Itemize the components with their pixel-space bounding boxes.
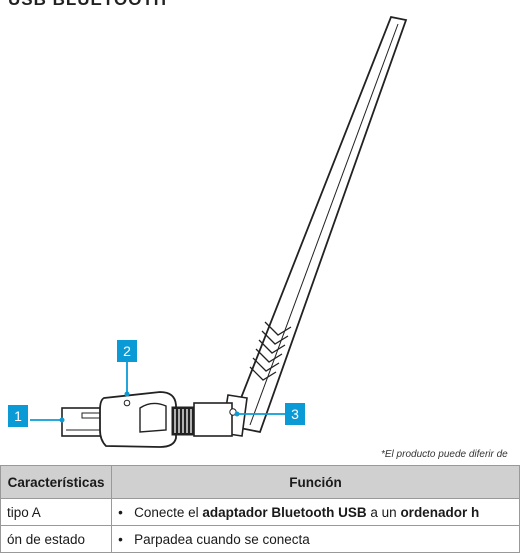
- status-led: [123, 399, 131, 407]
- antenna-body: [228, 15, 408, 434]
- table-row: ón de estado • Parpadea cuando se conect…: [0, 525, 520, 553]
- bullet: •: [118, 504, 123, 520]
- row-feature-cell: tipo A: [0, 498, 113, 526]
- row-function-cell: • Conecte el adaptador Bluetooth USB a u…: [111, 498, 520, 526]
- antenna-inner-line: [249, 23, 399, 426]
- product-disclaimer-note: *El producto puede diferir de: [381, 449, 508, 460]
- sma-knurling: [174, 409, 192, 433]
- function-text-segment: Conecte el: [134, 504, 203, 520]
- function-text: Parpadea cuando se conecta: [134, 532, 310, 547]
- product-figure: 1 2 3: [8, 15, 408, 448]
- features-table: Características Función tipo A • Conecte…: [0, 465, 520, 553]
- antenna-grip-ridges: [249, 321, 292, 381]
- function-text-segment: Parpadea cuando se conecta: [134, 531, 310, 547]
- callout-3: 3: [285, 403, 305, 425]
- leader-1-dot: [59, 417, 65, 423]
- leader-3-dot: [234, 411, 240, 417]
- callout-2: 2: [117, 340, 137, 362]
- row-function-cell: • Parpadea cuando se conecta: [111, 525, 520, 553]
- header-features: Características: [0, 465, 113, 499]
- usb-adapter-illustration: [30, 15, 408, 448]
- function-text-segment: ordenador h: [400, 504, 480, 520]
- table-header-row: Características Función: [0, 465, 520, 499]
- header-function: Función: [111, 465, 520, 499]
- usb-plug-slot: [81, 412, 101, 419]
- table-row: tipo A • Conecte el adaptador Bluetooth …: [0, 498, 520, 526]
- row-feature-cell: ón de estado: [0, 525, 113, 553]
- function-text-segment: adaptador Bluetooth USB: [202, 504, 367, 520]
- page-heading: USB BLUETOOTH: [8, 0, 167, 10]
- function-text: Conecte el adaptador Bluetooth USB a un …: [134, 505, 479, 520]
- leader-2-dot: [124, 391, 130, 397]
- function-text-segment: a un: [366, 504, 401, 520]
- callout-1: 1: [8, 405, 28, 427]
- callout-leaders: [30, 361, 285, 421]
- antenna-base: [193, 402, 233, 437]
- bullet: •: [118, 531, 123, 547]
- adapter-bracket: [139, 402, 167, 433]
